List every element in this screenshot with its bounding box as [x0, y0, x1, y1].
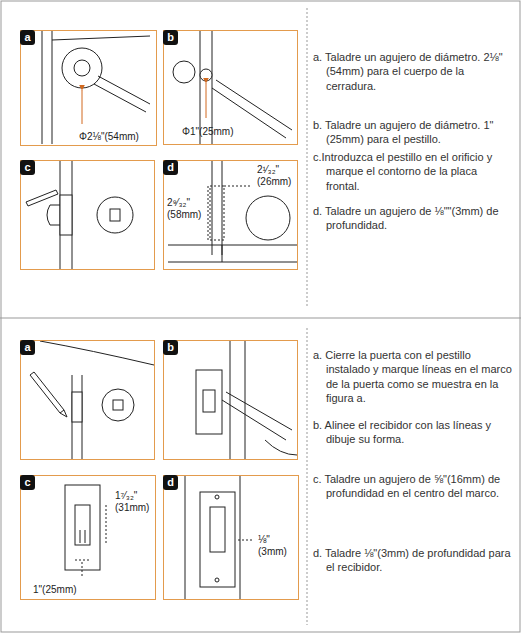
step-panel: aΦ2⅛"(54mm) [20, 30, 157, 146]
strike-mortise-drawing [185, 476, 254, 599]
step-letter: b [163, 30, 178, 45]
dimension-label: ⅛" (3mm) [258, 534, 296, 557]
step-panel: c 1⁷⁄₃₂" (31mm) 1"(25mm) [20, 475, 156, 600]
instruction-text: a. Cierre la puerta con el pestillo inst… [313, 348, 513, 405]
column-divider [307, 8, 308, 308]
dimension-label: Φ1"(25mm) [182, 126, 262, 138]
dimension-label: 2¹⁄₃₂" (26mm) [257, 164, 295, 187]
strike-bore-drawing [65, 485, 106, 578]
instruction-text: c.Introduzca el pestillo en el orificio … [313, 150, 513, 193]
latch-insert-drawing [26, 161, 133, 269]
door-bore-drawing [42, 31, 150, 144]
dimension-label: 1"(25mm) [33, 584, 103, 596]
step-panel: c [20, 160, 155, 270]
faceplate-mortise-drawing [168, 161, 297, 262]
instruction-text: b. Alinee el recibidor con las líneas y … [313, 418, 513, 447]
dimension-label: 1⁷⁄₃₂" (31mm) [115, 490, 153, 513]
strike-outline-drawing [196, 341, 297, 459]
column-divider [307, 328, 308, 625]
step-letter: d [163, 160, 178, 175]
step-panel: b [163, 340, 298, 460]
section-divider [0, 318, 521, 319]
step-panel: d 2¹⁄₃₂" (26mm) 2⁹⁄₃₂" (58mm) [163, 160, 298, 270]
step-letter: c [20, 160, 35, 175]
instruction-text: d. Taladre un agujero de ⅛""(3mm) de pro… [313, 204, 513, 233]
mark-frame-drawing [30, 341, 154, 459]
instruction-text: d. Taladre ⅛"(3mm) de profundidad para e… [313, 546, 513, 575]
door-latch-bore-drawing [173, 31, 292, 144]
instruction-text: c. Taladre un agujero de ⅝"(16mm) de pro… [313, 472, 513, 501]
instruction-text: b. Taladre un agujero de diámetro. 1"(25… [313, 118, 513, 147]
step-panel: a [20, 340, 155, 460]
dimension-label: 2⁹⁄₃₂" (58mm) [167, 197, 205, 220]
step-letter: a [20, 340, 35, 355]
instruction-text: a. Taladre un agujero de diámetro. 2⅛"(5… [313, 50, 513, 93]
step-letter: c [20, 475, 35, 490]
dimension-label: Φ2⅛"(54mm) [79, 131, 154, 143]
step-letter: b [163, 340, 178, 355]
step-panel: d ⅛" (3mm) [163, 475, 299, 600]
step-panel: bΦ1"(25mm) [163, 30, 298, 145]
step-letter: d [163, 475, 178, 490]
step-letter: a [20, 30, 35, 45]
